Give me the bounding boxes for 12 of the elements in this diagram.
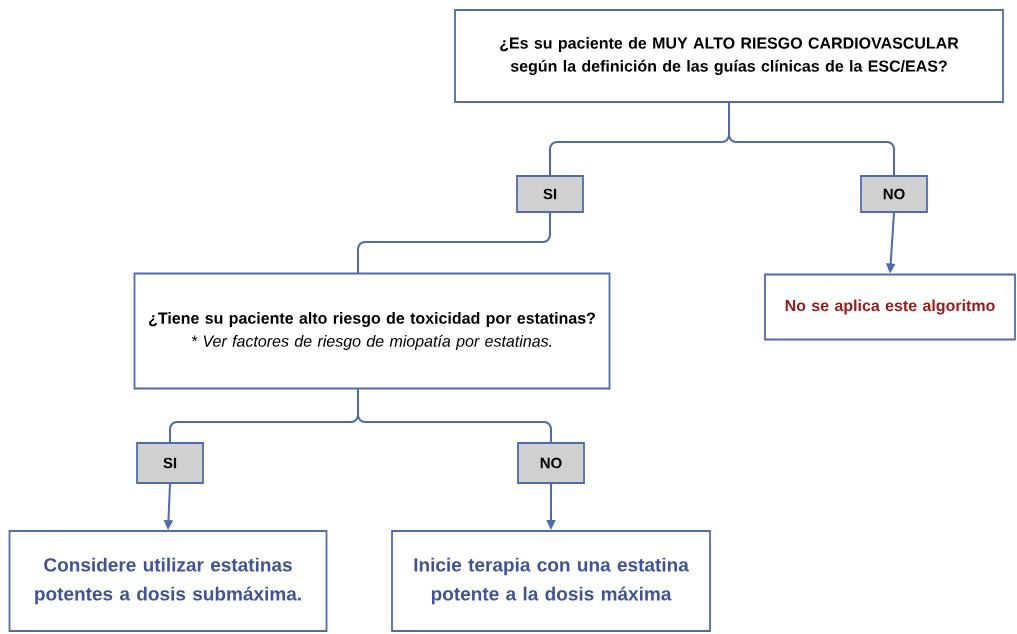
answer-box: SI [516, 175, 584, 213]
answer-box: NO [860, 175, 928, 213]
result-box: Inicie terapia con una estatina potente a la dosis máxima [391, 530, 711, 632]
connector-line [357, 388, 552, 444]
answer-box: SI [136, 442, 204, 484]
connector-line [357, 211, 551, 274]
result-box: No se aplica este algoritmo [764, 273, 1016, 341]
question-box: ¿Es su paciente de MUY ALTO RIESGO CARDIOVASCULAR según la definición de las guías clínicas de la ESC/EAS? [454, 9, 1004, 103]
result-box: Considere utilizar estatinas potentes a dosis submáxima. [8, 530, 328, 632]
question-box: ¿Tiene su paciente alto riesgo de toxicidad por estatinas? * Ver factores de riesgo de miopatía por estatinas. [133, 272, 611, 390]
connector-line [728, 101, 895, 177]
answer-box: NO [517, 442, 585, 484]
